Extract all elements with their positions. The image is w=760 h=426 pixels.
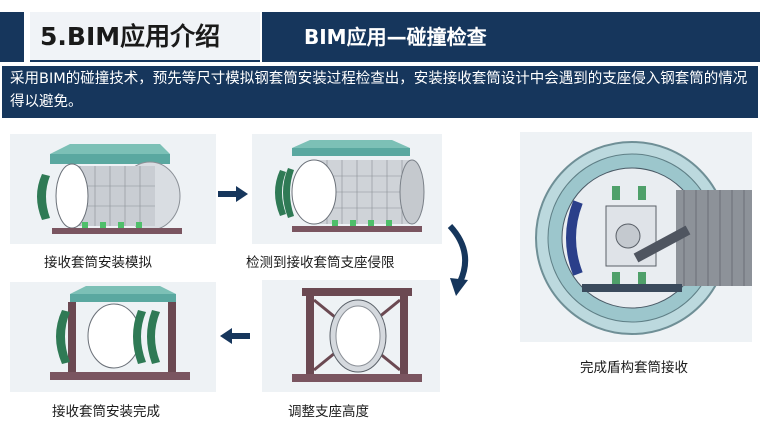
image-support-intrusion-detected — [252, 134, 442, 244]
image-sleeve-install-complete — [10, 282, 216, 392]
description-box: 采用BIM的碰撞技术，预先等尺寸模拟钢套筒安装过程检查出，安装接收套筒设计中会遇… — [2, 66, 758, 118]
section-title: 5.BIM应用介绍 — [30, 12, 260, 62]
caption-step-2: 检测到接收套筒支座侵限 — [246, 251, 395, 271]
image-shield-received — [520, 132, 752, 342]
header-accent-bar — [0, 12, 24, 62]
header-strip: BIM应用—碰撞检查 — [262, 12, 760, 62]
image-adjust-support-height — [262, 280, 440, 392]
image-sleeve-install-simulation — [10, 134, 216, 244]
arrow-right-icon — [218, 186, 248, 202]
caption-result: 完成盾构套筒接收 — [580, 356, 688, 376]
caption-step-3: 调整支座高度 — [288, 400, 369, 420]
caption-step-1: 接收套筒安装模拟 — [44, 251, 152, 271]
caption-step-4: 接收套筒安装完成 — [52, 400, 160, 420]
page-subtitle: BIM应用—碰撞检查 — [304, 12, 487, 62]
arrow-left-icon — [220, 328, 250, 344]
curved-arrow-down-icon — [446, 222, 476, 298]
